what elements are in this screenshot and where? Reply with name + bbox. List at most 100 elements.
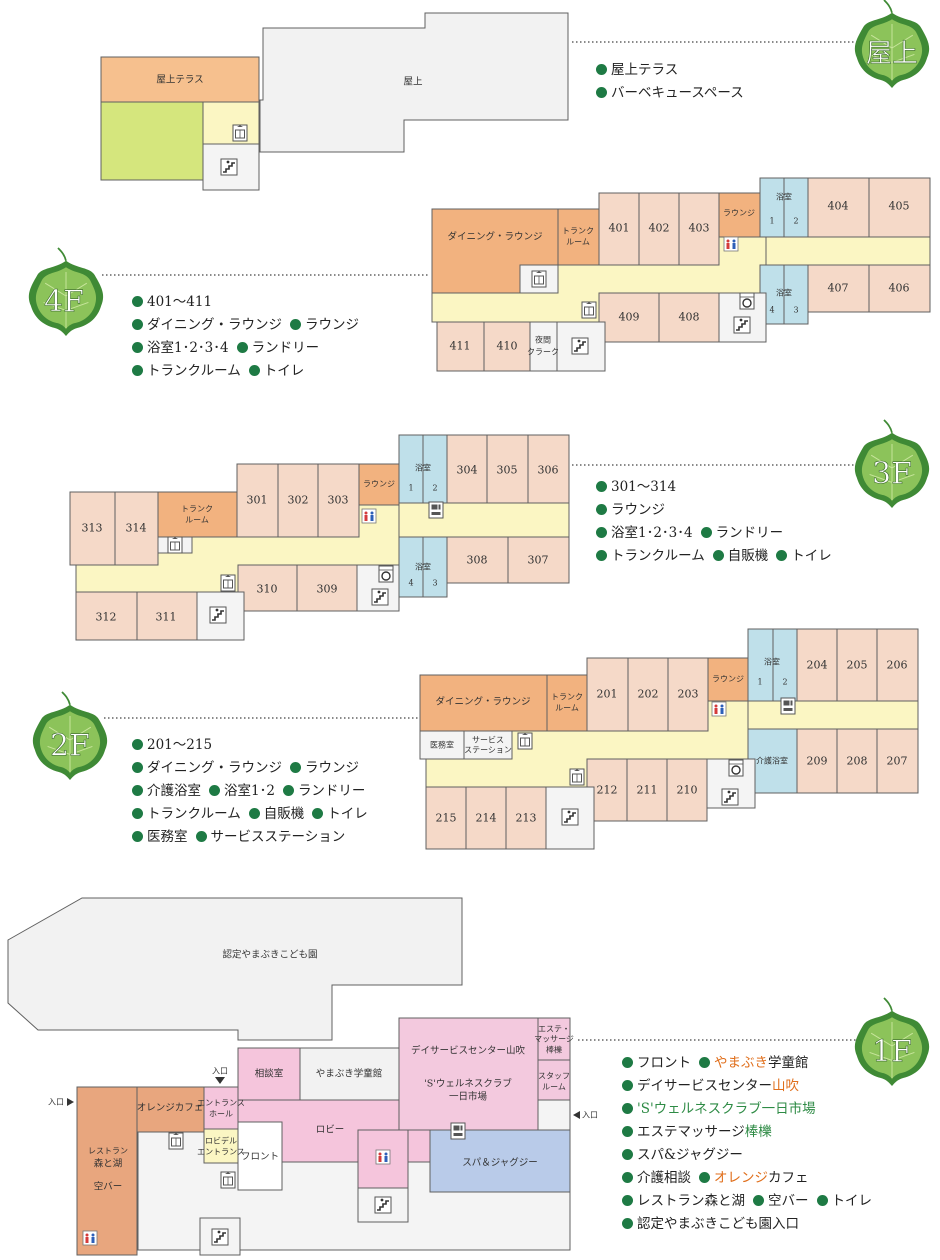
room-number: 402 [649, 222, 670, 235]
room-311 [136, 591, 198, 641]
room-label: エステ・ [538, 1025, 570, 1034]
care-bath [747, 728, 798, 794]
laundry-icon [739, 292, 755, 310]
esthe-massage [537, 1017, 571, 1061]
elevator-icon [168, 1132, 184, 1150]
legend-line: ラウンジ [596, 499, 840, 522]
legend-line: トランクルームトイレ [132, 360, 367, 383]
room-309 [296, 564, 358, 612]
kindergarten-area [7, 897, 463, 1041]
stairs-icon [220, 158, 238, 176]
room-number: 213 [516, 812, 537, 825]
room-405 [868, 177, 931, 238]
legend-item: トイレ [817, 1190, 873, 1213]
room-number: 214 [476, 812, 497, 825]
room-label: ロビデル [205, 1136, 237, 1146]
legend-line: 201～215 [132, 734, 376, 757]
room-label: クラーク [527, 348, 559, 357]
room-label: 医務室 [430, 740, 454, 750]
room-number: 208 [847, 755, 868, 768]
room-205 [836, 628, 878, 702]
legend-line: 401～411 [132, 291, 367, 314]
arrow-icon [67, 1098, 74, 1106]
entrance-label: 入口 [582, 1111, 598, 1120]
elevator-icon [220, 574, 236, 592]
badge-roof: 屋上 [853, 0, 931, 89]
day-service-center [398, 1017, 539, 1131]
room-306 [527, 434, 570, 504]
room-403 [678, 192, 720, 266]
room-number: 311 [156, 611, 177, 624]
room-number: 409 [619, 311, 640, 324]
room-301 [236, 463, 279, 538]
legend-line: フロントやまぶき学童館 [622, 1052, 880, 1075]
legend-line: バーベキュースペース [596, 82, 752, 105]
room-number: 209 [807, 755, 828, 768]
elevator-icon [232, 124, 248, 142]
legend-item: 'S'ウェルネスクラブ一日市場 [622, 1098, 816, 1121]
room-number: 307 [528, 554, 549, 567]
room-label: 浴室 [415, 562, 431, 572]
corridor [398, 502, 570, 538]
room-label: 空バー [94, 1181, 123, 1193]
stairs-icon [571, 337, 589, 355]
room-number: 403 [689, 222, 710, 235]
badge-3f: 3F [853, 419, 931, 509]
legend-item: トランクルーム [132, 803, 241, 826]
bath-4 [398, 536, 424, 598]
room-label: トランク [551, 693, 583, 702]
room-201 [586, 657, 629, 732]
room-label: ホール [209, 1110, 233, 1119]
legend-item: デイサービスセンター山吹 [622, 1075, 799, 1098]
room-307 [507, 536, 570, 584]
legend-line: ダイニング・ラウンジラウンジ [132, 757, 376, 780]
room-label: オレンジカフェ [137, 1103, 204, 1114]
stairs-icon [209, 606, 227, 624]
legend-item: 浴室1･2･3･4 [596, 522, 693, 545]
legend-item: ダイニング・ラウンジ [132, 314, 282, 337]
room-label: 夜間 [535, 335, 551, 345]
room-number: 206 [887, 659, 908, 672]
room-label: 浴室 [776, 288, 792, 298]
roof-garden [100, 101, 204, 181]
legend-item: 浴室1･2 [209, 780, 275, 803]
legend-item: レストラン森と湖 [622, 1190, 745, 1213]
room-label: 介護浴室 [756, 756, 788, 766]
room-label: ダイニング・ラウンジ [435, 696, 530, 708]
floor-1-plan: 認定やまぶきこども園 相談室 やまぶき学童館 デイサービスセンター山吹 エステ・… [7, 897, 598, 1256]
room-407 [807, 264, 870, 313]
room-number: 215 [436, 812, 457, 825]
room-number: 411 [450, 340, 471, 353]
room-label: スタッフ [538, 1072, 570, 1081]
vending-icon [780, 697, 796, 715]
room-number: 4 [769, 306, 774, 315]
legend-item: スパ&ジャグジー [622, 1144, 743, 1167]
room-number: 406 [889, 282, 910, 295]
legend-item: ダイニング・ラウンジ [132, 757, 282, 780]
room-number: 210 [677, 784, 698, 797]
legend-item: 医務室 [132, 826, 188, 849]
room-label: エントランス [197, 1148, 245, 1157]
room-label: ルーム [542, 1083, 566, 1092]
room-number: 1 [408, 484, 413, 493]
room-number: 309 [317, 583, 338, 596]
room-label: マッサージ [534, 1035, 574, 1044]
staff-room [537, 1059, 571, 1101]
room-label: ルーム [185, 516, 209, 525]
room-label: ラウンジ [723, 209, 755, 218]
room-label: トランク [562, 227, 594, 236]
room-label: スパ＆ジャグジー [462, 1157, 538, 1169]
legend-roof: 屋上テラス バーベキュースペース [596, 59, 752, 105]
lounge [707, 657, 749, 702]
room-203 [667, 657, 709, 732]
consultation-room [237, 1047, 301, 1101]
elevator-icon [167, 536, 183, 554]
trunk-room [157, 491, 238, 538]
corridor [747, 700, 919, 730]
legend-item: ランドリー [283, 780, 366, 803]
legend-line: デイサービスセンター山吹 [622, 1075, 880, 1098]
